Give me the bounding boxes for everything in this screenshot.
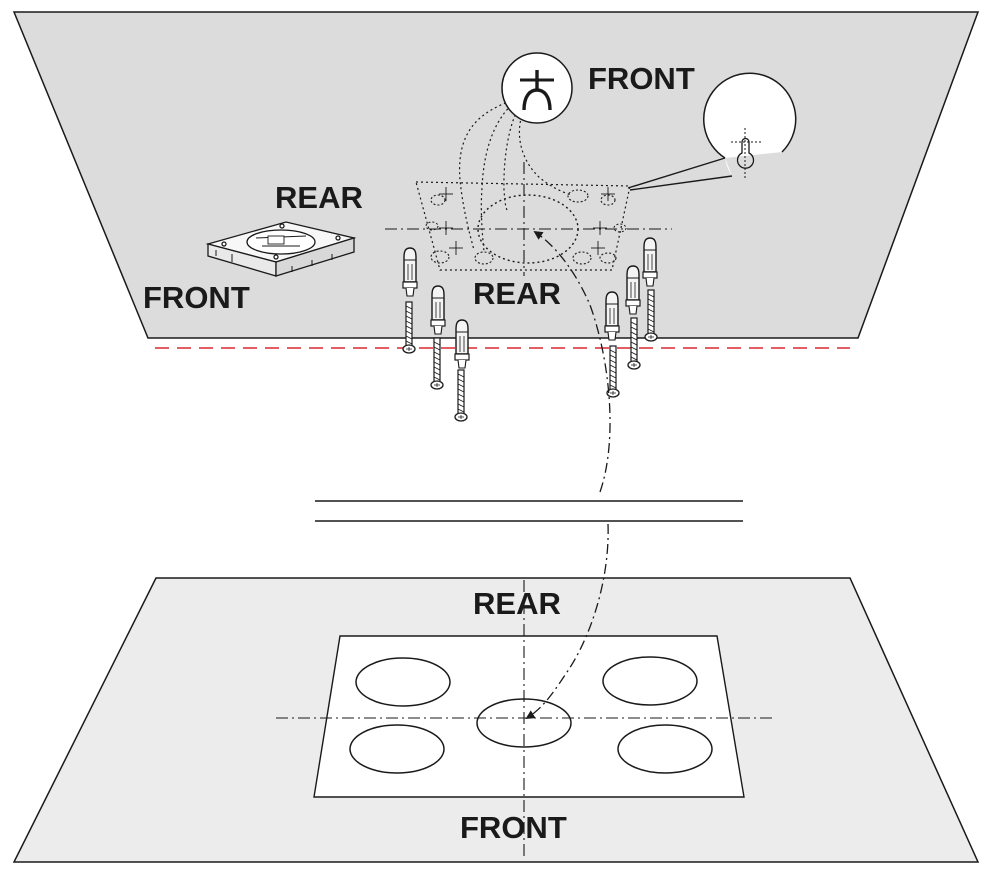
floor-hole-front-right bbox=[617, 724, 713, 774]
wall-anchor-icon bbox=[454, 319, 470, 369]
screw-icon bbox=[430, 337, 444, 390]
floor-hole-rear-left bbox=[355, 657, 451, 707]
mounting-bracket-icon bbox=[205, 221, 357, 277]
front-direction-symbol-icon bbox=[501, 52, 573, 124]
floor-hole-center bbox=[476, 698, 572, 748]
ceiling-rear-center-label: REAR bbox=[473, 276, 561, 311]
floor-hole-rear-right bbox=[602, 656, 698, 706]
floor-holes bbox=[349, 656, 713, 774]
ceiling-front-left-label: FRONT bbox=[143, 280, 250, 315]
floor-hole-front-left bbox=[349, 724, 445, 774]
ceiling-template bbox=[415, 181, 631, 271]
floor-front-label: FRONT bbox=[460, 810, 567, 845]
floor-rear-label: REAR bbox=[473, 586, 561, 621]
alignment-arrow-ceiling-to-floor bbox=[525, 523, 609, 719]
ceiling-rear-left-label: REAR bbox=[275, 180, 363, 215]
front-symbol-leaders bbox=[458, 95, 572, 253]
screw-icon bbox=[454, 369, 468, 422]
alignment-arrow-floor-to-ceiling bbox=[533, 231, 611, 493]
keyhole-slot-icon bbox=[627, 72, 797, 191]
front-symbol-label: FRONT bbox=[588, 61, 695, 96]
